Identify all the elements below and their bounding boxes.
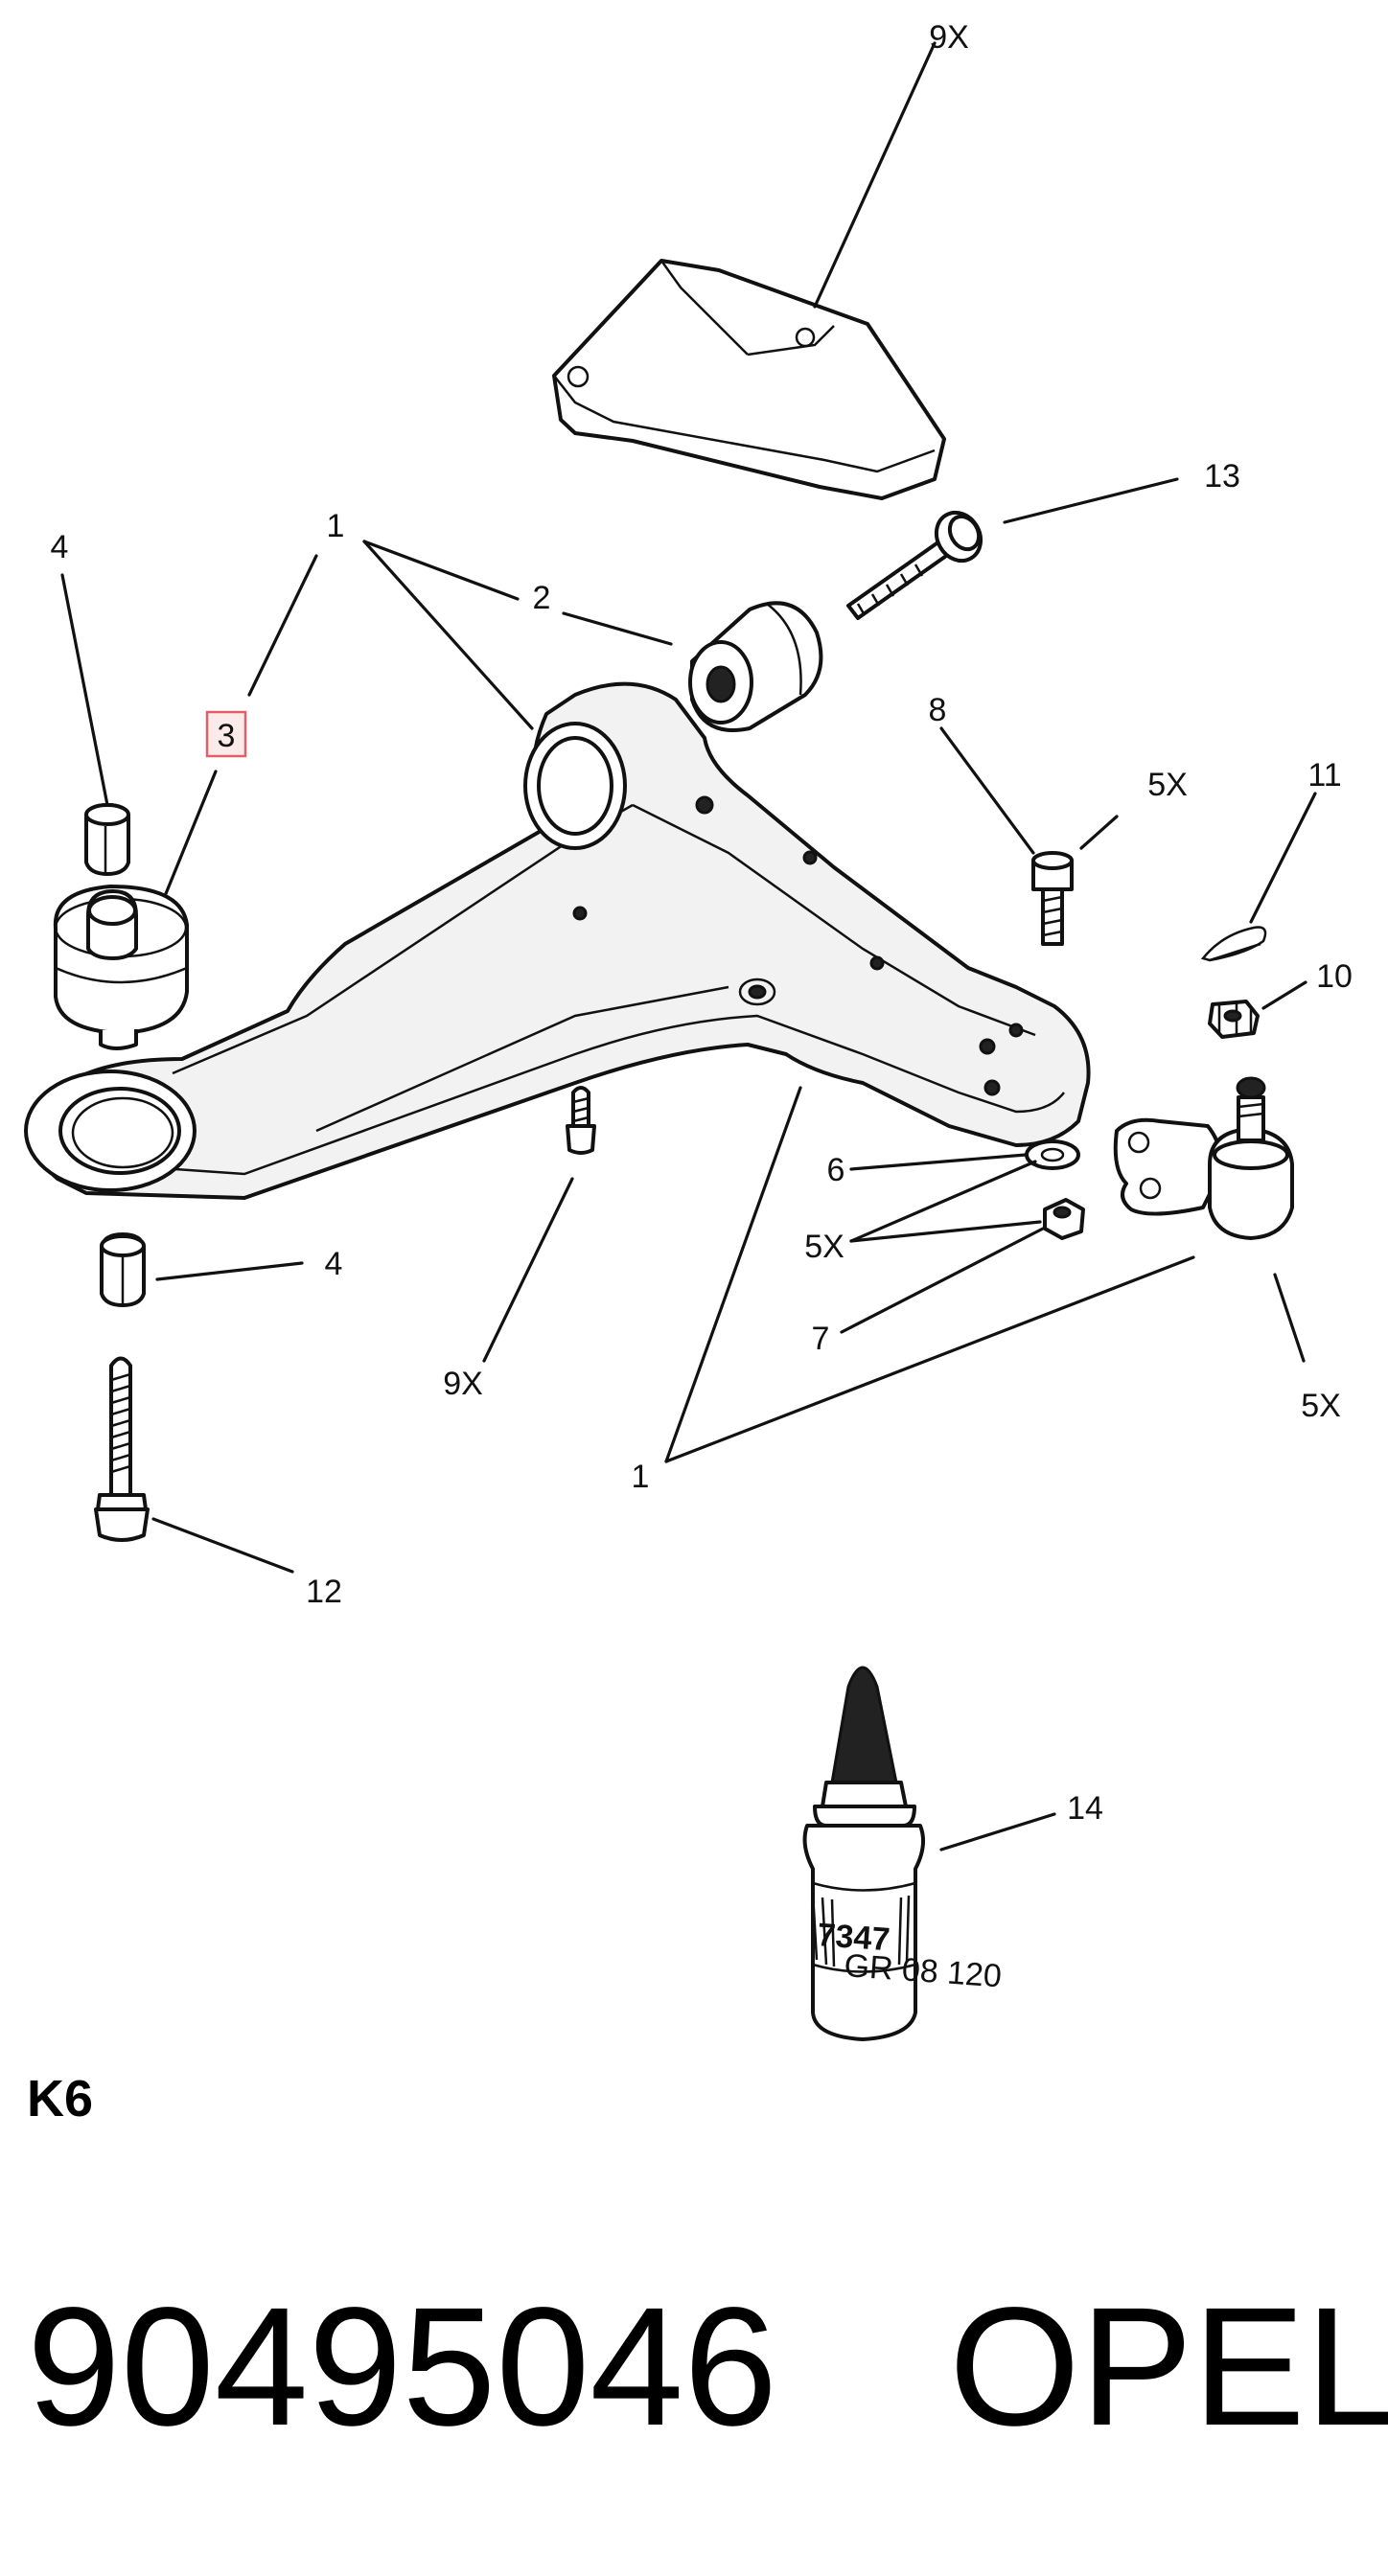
part-ball-joint xyxy=(1113,1076,1294,1240)
part-number: 90495046 xyxy=(27,2273,777,2461)
part-bracket-plate xyxy=(552,259,946,500)
highlight-box-part-3 xyxy=(205,710,247,758)
label-6: 6 xyxy=(827,1152,845,1188)
label-3: 3 xyxy=(218,718,236,754)
part-sleeve-4-bottom xyxy=(100,1232,146,1307)
label-2: 2 xyxy=(533,580,551,616)
part-cotter-pin-11 xyxy=(1200,926,1267,962)
label-8: 8 xyxy=(929,692,947,728)
label-7: 7 xyxy=(812,1321,830,1357)
part-bolt-12 xyxy=(94,1356,150,1542)
section-code: K6 xyxy=(27,2070,93,2128)
part-washer-6 xyxy=(1025,1139,1080,1170)
label-13: 13 xyxy=(1204,458,1240,494)
label-5x-b: 5X xyxy=(804,1229,844,1265)
brand-name: OPEL xyxy=(949,2273,1388,2461)
label-5x-a: 5X xyxy=(1147,767,1188,803)
label-9x-top: 9X xyxy=(929,19,969,56)
label-12: 12 xyxy=(306,1574,342,1610)
label-9x-bottom: 9X xyxy=(443,1366,483,1402)
part-nut-7 xyxy=(1043,1198,1085,1240)
part-threadlock-bottle-14: 7347 GR 08 120 xyxy=(802,1666,1003,2041)
label-5x-c: 5X xyxy=(1301,1388,1341,1424)
label-1-top: 1 xyxy=(327,508,345,544)
part-castle-nut-10 xyxy=(1208,1000,1260,1039)
part-bolt-13 xyxy=(846,510,983,620)
leader-lines xyxy=(60,41,1317,1852)
callout-labels: 9X 13 4 1 2 3 8 5X 11 10 6 5X 7 5X 4 9X … xyxy=(51,19,1353,1827)
part-bushing-3 xyxy=(53,885,189,1050)
label-11: 11 xyxy=(1307,757,1341,794)
part-bolt-8 xyxy=(1031,851,1074,946)
part-sleeve-4-top xyxy=(84,803,130,876)
part-bolt-9x xyxy=(566,1086,596,1155)
label-4-bottom: 4 xyxy=(325,1246,343,1282)
bottle-label-code: 7347 xyxy=(816,1917,891,1958)
label-10: 10 xyxy=(1316,958,1353,995)
label-4-top: 4 xyxy=(51,529,69,565)
part-bushing-2 xyxy=(688,601,823,732)
part-control-arm xyxy=(24,681,1091,1200)
label-1-bottom: 1 xyxy=(632,1459,650,1495)
label-14: 14 xyxy=(1067,1790,1103,1827)
